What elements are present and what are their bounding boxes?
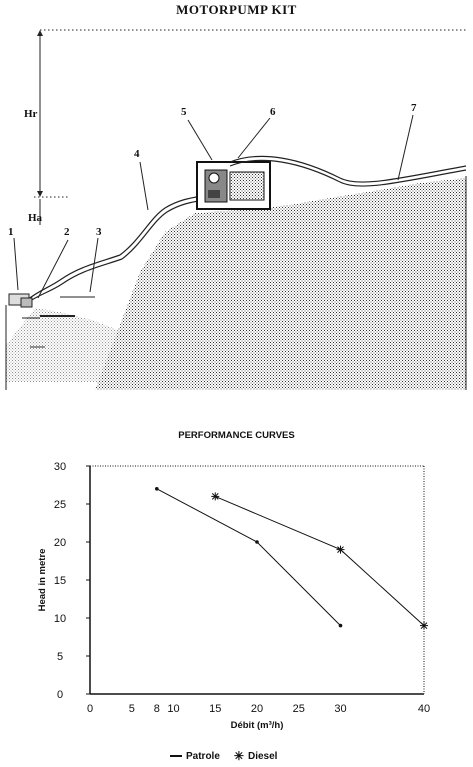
y-tick-label: 5: [57, 651, 63, 663]
data-point-diesel: [336, 545, 345, 554]
y-tick-label: 10: [54, 613, 66, 625]
data-point-diesel: [420, 621, 428, 630]
legend-item-diesel: ✳ Diesel: [234, 749, 278, 763]
ground-hill: [95, 178, 466, 390]
outlet-hose: [229, 155, 467, 183]
x-tick-label: 25: [293, 703, 305, 715]
x-tick-label: 5: [129, 703, 135, 715]
y-tick-label: 15: [54, 575, 66, 587]
x-tick-label: 8: [154, 703, 160, 715]
series-line-diesel: [215, 495, 425, 626]
y-tick-label: 20: [54, 537, 66, 549]
motorpump-diagram: [5, 29, 467, 390]
callout-2: 2: [64, 226, 70, 238]
water-source: [6, 308, 118, 382]
x-tick-label: 30: [334, 703, 346, 715]
suction-hose: [26, 254, 121, 301]
data-point-patrole: [338, 623, 343, 628]
legend-label-diesel: Diesel: [247, 750, 278, 762]
callout-1: 1: [8, 226, 14, 238]
x-tick-label: 10: [167, 703, 179, 715]
legend-line-icon: [170, 755, 182, 757]
performance-chart: 0 5 8 10 15 20 25 30 40 0 5 10 15 20 25 30 Débit (m³/h)…: [37, 461, 430, 731]
callout-6: 6: [270, 106, 276, 118]
delivery-hose: [119, 195, 203, 256]
legend-label-patrole: Patrole: [186, 750, 220, 762]
y-tick-label: 25: [54, 499, 66, 511]
callout-5: 5: [181, 106, 187, 118]
x-tick-label: 0: [87, 703, 93, 715]
x-axis-label: Débit (m³/h): [231, 720, 284, 731]
hr-label: Hr: [24, 108, 38, 120]
x-tick-label: 40: [418, 703, 430, 715]
chart-legend: Patrole ✳ Diesel: [170, 749, 277, 763]
y-tick-label: 30: [54, 461, 66, 473]
series-line-patrole: [156, 488, 341, 626]
callout-3: 3: [96, 226, 102, 238]
legend-item-patrole: Patrole: [170, 751, 220, 762]
x-tick-label: 15: [209, 703, 221, 715]
strainer: [20, 297, 33, 308]
callout-4: 4: [134, 148, 140, 160]
y-tick-label: 0: [57, 689, 63, 701]
callout-7: 7: [411, 102, 417, 114]
data-point-diesel: [211, 492, 220, 501]
legend-star-icon: ✳: [233, 749, 244, 763]
chart-title: PERFORMANCE CURVES: [178, 430, 295, 441]
x-tick-label: 20: [251, 703, 263, 715]
data-point-patrole: [155, 487, 159, 491]
y-axis-label: Head in metre: [37, 549, 48, 612]
data-point-patrole: [255, 540, 259, 544]
ha-label: Ha: [28, 212, 43, 224]
page-title: MOTORPUMP KIT: [176, 2, 297, 17]
